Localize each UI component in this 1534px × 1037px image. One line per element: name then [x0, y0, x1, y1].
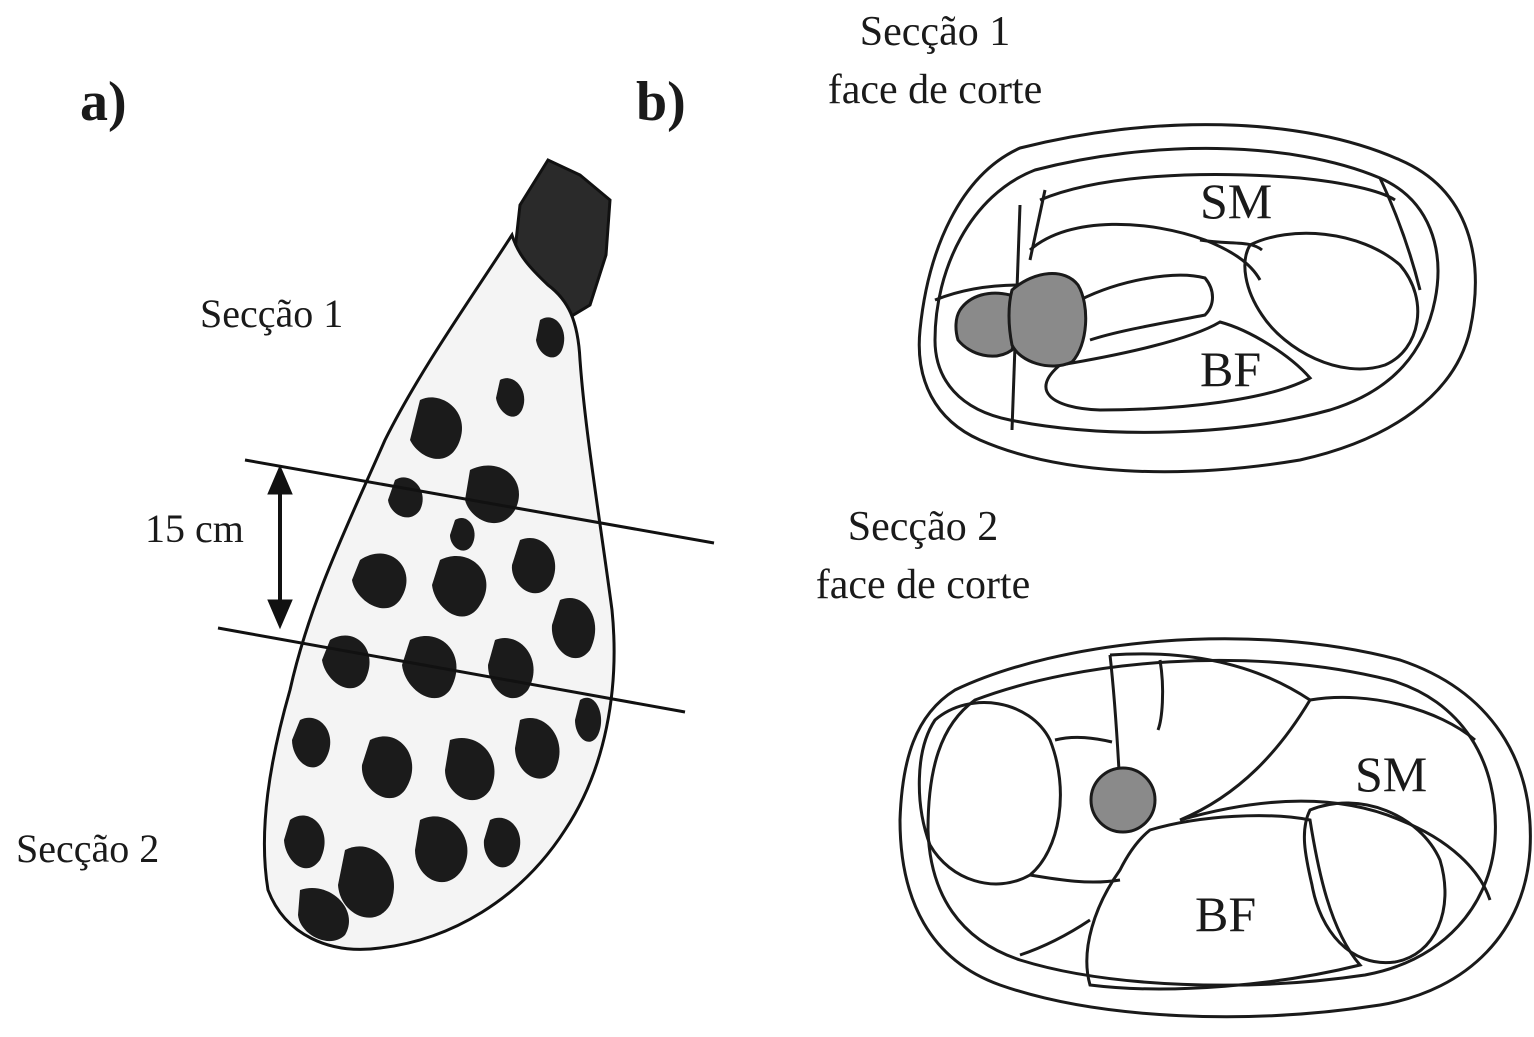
panel-a-letter: a)	[80, 70, 127, 134]
section2-cross-section	[900, 639, 1530, 1017]
bottom-caption-line1: Secção 2	[788, 498, 1058, 556]
section1-highlight-right	[1009, 274, 1086, 366]
top-section-caption: Secção 1 face de corte	[800, 3, 1070, 119]
section1-cross-section	[919, 125, 1475, 472]
section2-left-muscle	[919, 703, 1060, 884]
bottom-caption-line2: face de corte	[788, 556, 1058, 614]
bottom-bf-label: BF	[1195, 885, 1256, 943]
section2-outer-rind	[900, 639, 1530, 1017]
distance-label: 15 cm	[145, 505, 244, 552]
top-sm-label: SM	[1200, 172, 1272, 230]
panel-b-letter: b)	[636, 70, 686, 134]
section2-highlight-circle	[1091, 768, 1155, 832]
top-caption-line2: face de corte	[800, 61, 1070, 119]
top-bf-label: BF	[1200, 340, 1261, 398]
ham-illustration	[218, 160, 714, 949]
section2-label: Secção 2	[16, 825, 159, 872]
distance-arrow	[268, 466, 292, 628]
bottom-section-caption: Secção 2 face de corte	[788, 498, 1058, 614]
bottom-sm-label: SM	[1355, 745, 1427, 803]
section1-label: Secção 1	[200, 290, 343, 337]
top-caption-line1: Secção 1	[800, 3, 1070, 61]
section1-sm-muscle	[1245, 233, 1418, 369]
section2-right-oval	[1304, 803, 1445, 963]
